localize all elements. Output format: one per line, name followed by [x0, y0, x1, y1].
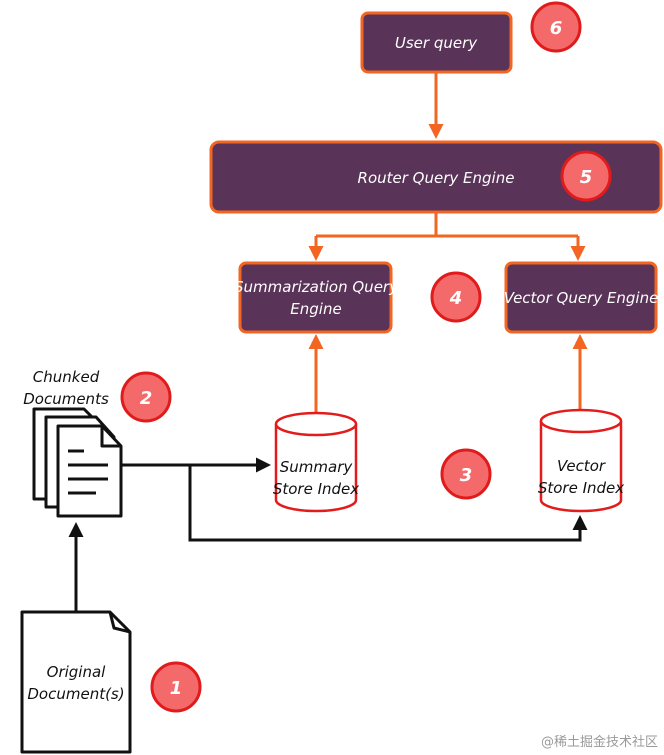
summary-store-label-line1: Summary	[280, 458, 354, 476]
vector-engine-node: Vector Query Engine	[504, 261, 659, 334]
step-badge-3: 3	[440, 448, 492, 500]
vector-store-index-node	[539, 408, 623, 513]
chunked-documents-label-line1: Chunked	[33, 368, 100, 386]
step-badge-4-label: 4	[449, 288, 463, 309]
step-badge-1-label: 1	[170, 678, 183, 699]
original-document-label-line2: Document(s)	[27, 685, 124, 703]
user-query-node: User query	[360, 11, 513, 74]
vector-store-label-line2: Store Index	[538, 479, 624, 497]
step-badge-4: 4	[430, 271, 482, 323]
original-document-icon	[20, 610, 132, 754]
summary-store-index-node	[274, 411, 358, 513]
original-document-label-line1: Original	[47, 663, 107, 681]
step-badge-6: 6	[530, 1, 582, 53]
watermark: @稀土掘金技术社区	[541, 734, 658, 750]
user-query-box	[360, 11, 513, 74]
vector-engine-box	[504, 261, 658, 334]
router-box	[209, 140, 663, 214]
vector-engine-label: Vector Query Engine	[504, 289, 659, 307]
summarization-engine-node: Summarization Query Engine	[234, 261, 399, 334]
vector-store-label-line1: Vector	[557, 457, 606, 475]
step-badge-1: 1	[150, 661, 202, 713]
step-badge-6-label: 6	[550, 18, 563, 39]
summary-store-cylinder-body	[274, 424, 358, 513]
vector-store-cylinder-top	[539, 408, 623, 434]
user-query-label: User query	[395, 34, 478, 52]
summarization-engine-label-line1: Summarization Query	[234, 278, 399, 296]
step-badge-2-label: 2	[140, 388, 153, 409]
orange-connectors	[308, 73, 588, 412]
arrow-chunked-to-vector-index	[188, 465, 588, 542]
step-badge-2: 2	[120, 371, 172, 423]
step-badge-5: 5	[560, 150, 612, 202]
vector-store-cylinder-body	[539, 421, 623, 513]
chunked-documents-label-line2: Documents	[23, 390, 109, 408]
summarization-engine-label-line2: Engine	[290, 300, 341, 318]
step-badge-3-label: 3	[460, 465, 473, 486]
summary-store-label-line2: Store Index	[273, 480, 359, 498]
router-node: Router Query Engine	[209, 140, 663, 214]
step-badge-5-label: 5	[580, 167, 593, 188]
black-connectors	[68, 457, 588, 612]
router-label: Router Query Engine	[358, 169, 515, 187]
summary-store-cylinder-top	[274, 411, 358, 437]
chunked-documents-icon	[32, 407, 123, 518]
summarization-engine-box	[238, 261, 393, 334]
